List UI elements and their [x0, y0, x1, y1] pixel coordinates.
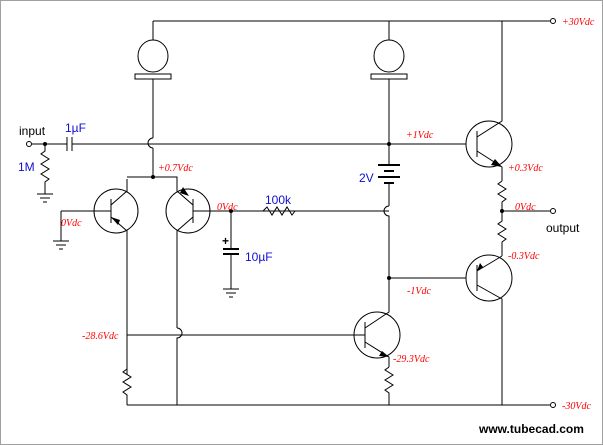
battery-label: 2V	[359, 171, 374, 185]
feedback-transistor	[127, 175, 389, 328]
lower-output-transistor	[389, 254, 513, 405]
vas-transistor	[351, 278, 401, 405]
battery	[378, 144, 400, 280]
vas-emitter-voltage: -29.3Vdc	[393, 354, 430, 365]
feedback-resistor	[262, 206, 296, 216]
input-resistor-label: 1M	[18, 160, 35, 174]
input-transistor	[53, 179, 139, 375]
feedback-base-voltage: 0Vdc	[217, 202, 238, 213]
output-voltage: 0Vdc	[515, 202, 536, 213]
negative-rail-label: -30Vdc	[562, 401, 591, 412]
input-base-voltage: 0Vdc	[61, 218, 82, 229]
upper-base-voltage: +1Vdc	[406, 130, 434, 141]
feedback-resistor-label: 100k	[265, 193, 292, 207]
input-capacitor-label: 1µF	[65, 121, 86, 135]
site-url: www.tubecad.com	[478, 422, 584, 436]
output-label: output	[546, 221, 580, 235]
bypass-capacitor: +	[222, 209, 239, 298]
output-resistors	[497, 180, 556, 256]
tail-voltage: +0.7Vdc	[158, 163, 193, 174]
lower-emitter-voltage: -0.3Vdc	[508, 251, 540, 262]
negative-rail-terminal	[550, 402, 556, 408]
positive-rail-terminal	[550, 18, 556, 24]
input-label: input	[19, 124, 46, 138]
middle-current-source	[370, 21, 408, 146]
input-network	[26, 137, 389, 203]
left-tail-resistor	[122, 327, 351, 405]
left-collector-voltage: -28.6Vdc	[82, 331, 119, 342]
bypass-capacitor-label: 10µF	[245, 250, 273, 264]
left-current-source	[134, 21, 172, 177]
upper-output-transistor	[389, 21, 513, 181]
lower-base-voltage: -1Vdc	[407, 286, 431, 297]
positive-rail-label: +30Vdc	[562, 17, 595, 28]
upper-emitter-voltage: +0.3Vdc	[508, 163, 543, 174]
svg-text:+: +	[222, 234, 229, 248]
